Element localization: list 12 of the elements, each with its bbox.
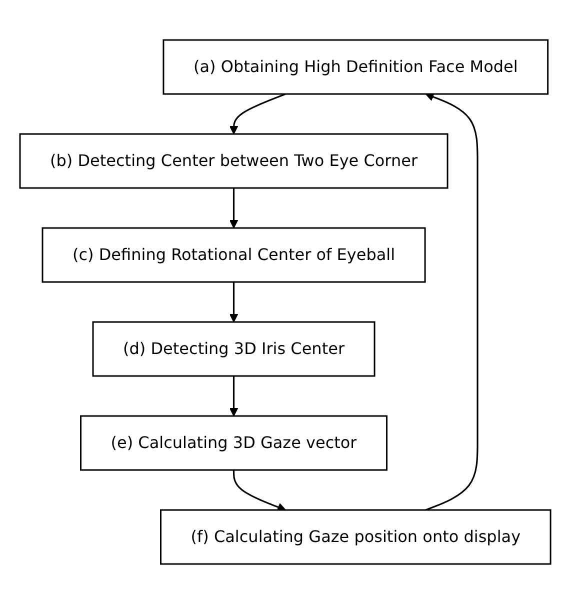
node-box: (a) Obtaining High Definition Face Model: [162, 39, 549, 95]
arrow: [233, 470, 286, 512]
node-box: (b) Detecting Center between Two Eye Corner: [19, 133, 448, 189]
node-box: (e) Calculating 3D Gaze vector: [80, 415, 388, 471]
node-box: (d) Detecting 3D Iris Center: [92, 321, 376, 377]
arrow: [230, 376, 238, 416]
arrow: [230, 188, 238, 228]
arrow: [230, 282, 238, 322]
node-box: (f) Calculating Gaze position onto display: [160, 509, 552, 565]
arrow: [230, 93, 286, 134]
arrow: [425, 92, 479, 511]
node-box: (c) Defining Rotational Center of Eyeball: [42, 227, 426, 283]
